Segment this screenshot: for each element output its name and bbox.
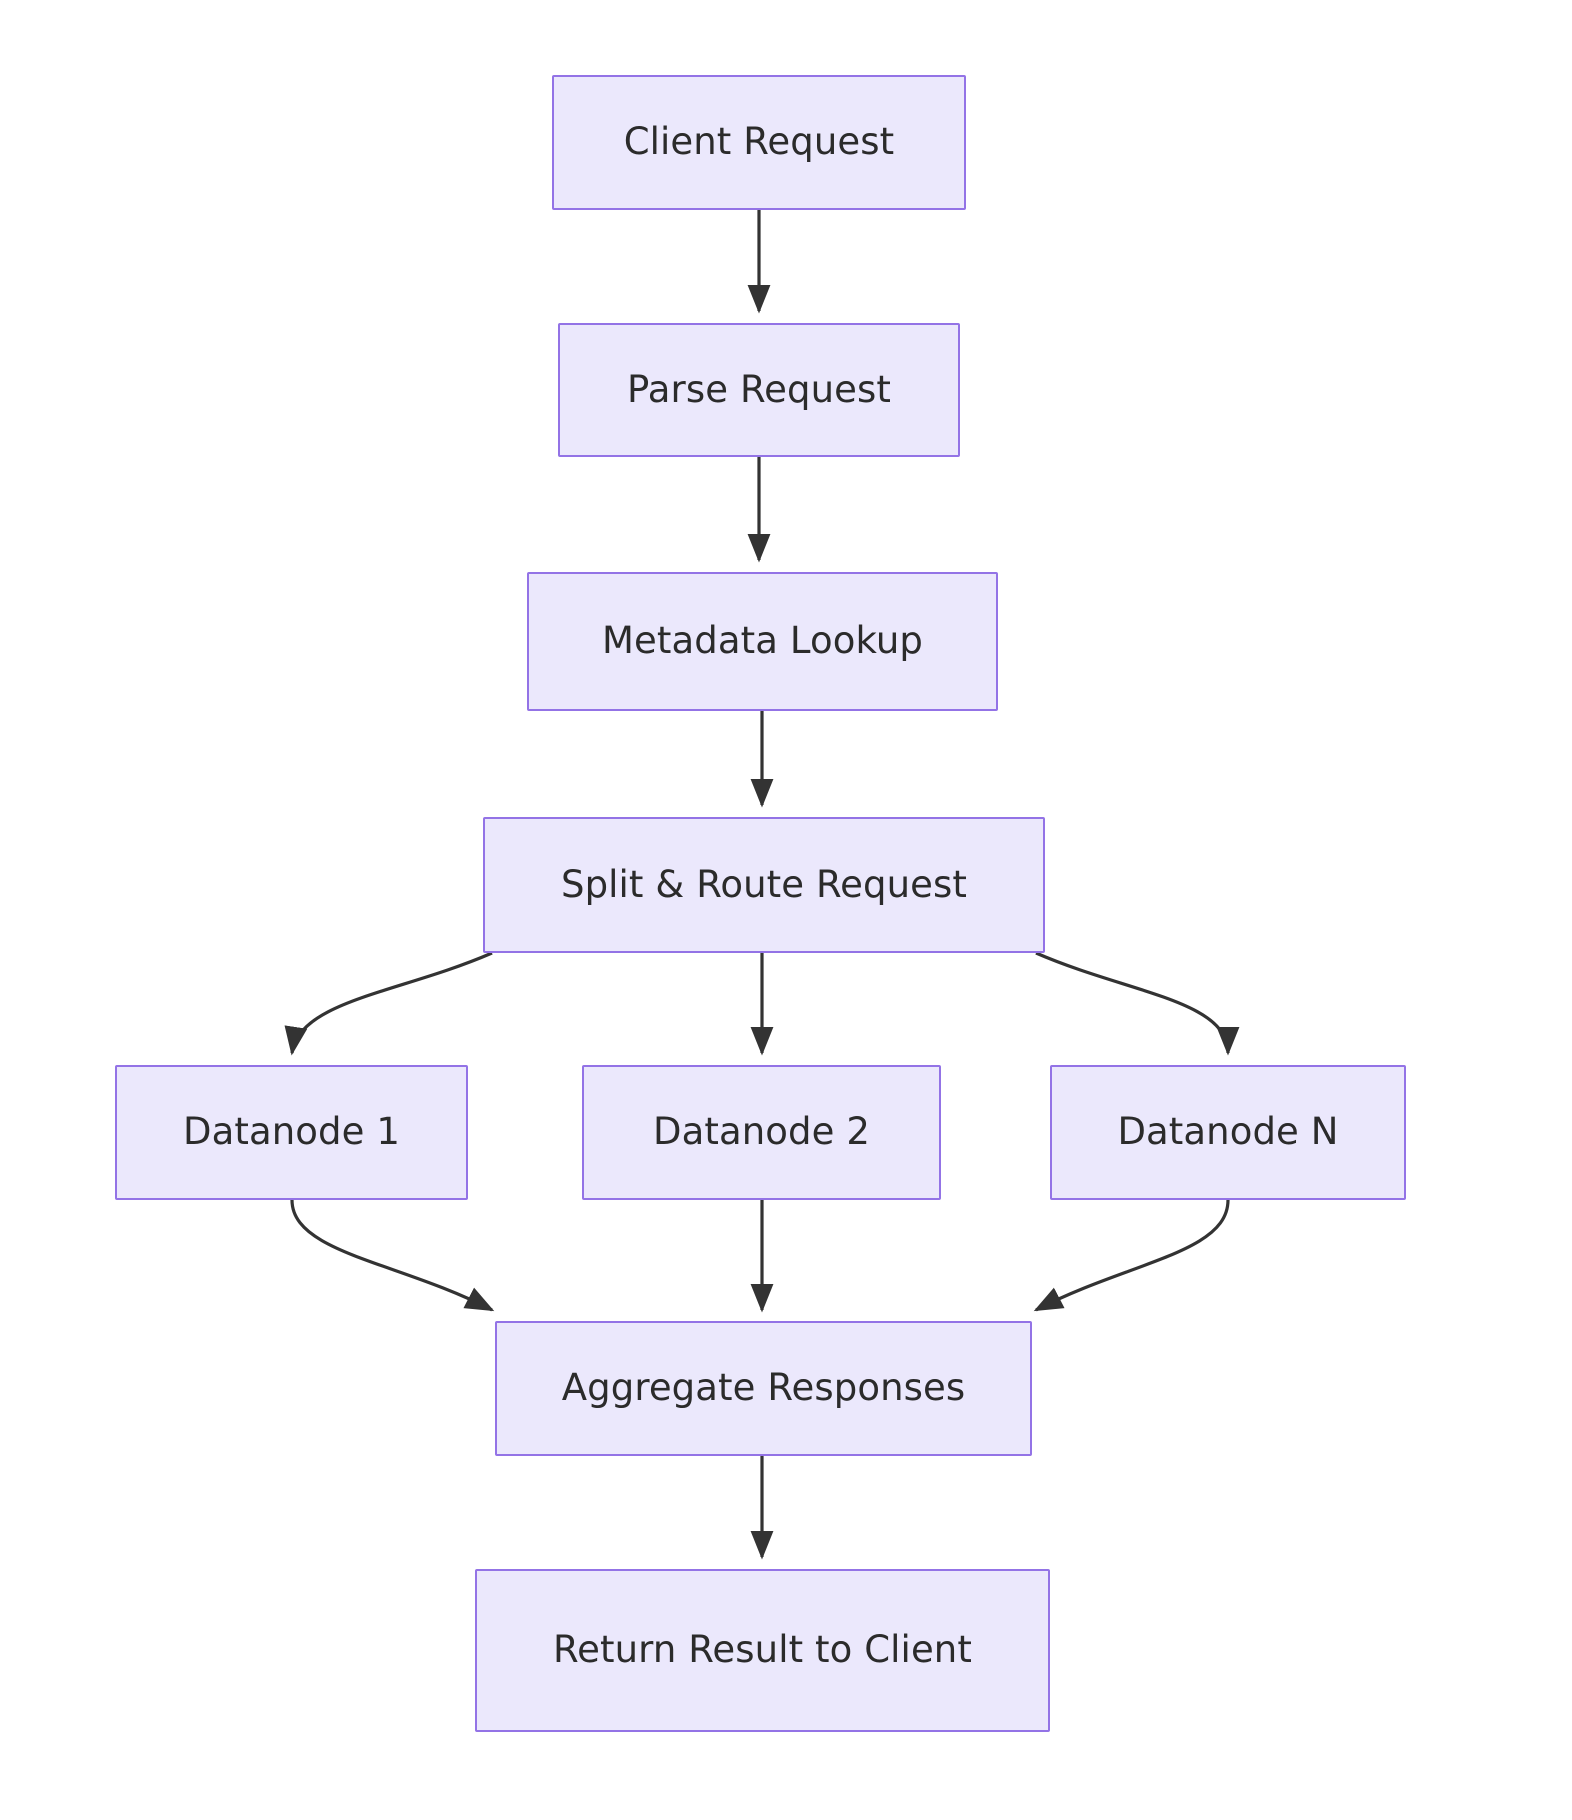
node-aggregate-responses-label: Aggregate Responses: [561, 1366, 966, 1410]
edge-split-route-to-datanode-n: [1035, 951, 1240, 1056]
node-client-request-label: Client Request: [623, 120, 895, 164]
node-return-result-to-client[interactable]: Return Result to Client: [475, 1569, 1050, 1732]
node-datanode-n[interactable]: Datanode N: [1050, 1065, 1406, 1200]
node-datanode-2[interactable]: Datanode 2: [582, 1065, 941, 1200]
node-split-route-request-label: Split & Route Request: [561, 862, 967, 906]
node-parse-request[interactable]: Parse Request: [558, 323, 960, 457]
node-datanode-1-label: Datanode 1: [183, 1110, 400, 1154]
node-aggregate-responses[interactable]: Aggregate Responses: [495, 1321, 1032, 1456]
node-datanode-1[interactable]: Datanode 1: [115, 1065, 468, 1200]
node-parse-request-label: Parse Request: [627, 367, 891, 411]
node-datanode-n-label: Datanode N: [1117, 1110, 1339, 1154]
edge-split-route-to-datanode-1: [284, 951, 493, 1056]
node-split-route-request[interactable]: Split & Route Request: [483, 817, 1045, 953]
edge-datanode-n-to-aggregate: [1033, 1199, 1230, 1312]
node-metadata-lookup-label: Metadata Lookup: [602, 619, 923, 663]
node-return-result-to-client-label: Return Result to Client: [553, 1628, 972, 1672]
node-metadata-lookup[interactable]: Metadata Lookup: [527, 572, 998, 711]
node-client-request[interactable]: Client Request: [552, 75, 966, 210]
node-datanode-2-label: Datanode 2: [653, 1110, 870, 1154]
edge-datanode-1-to-aggregate: [290, 1199, 495, 1312]
